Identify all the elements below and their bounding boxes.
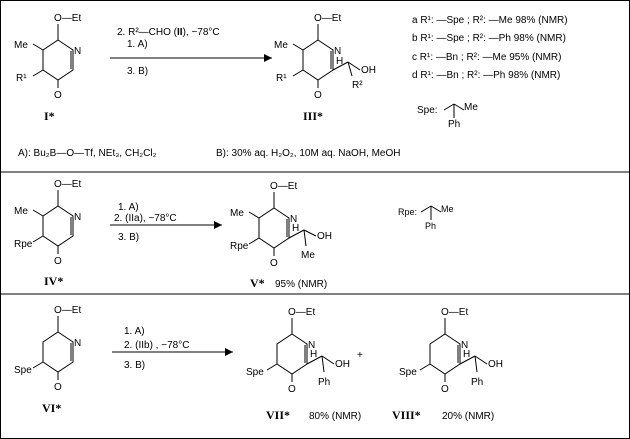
compound-VIII: O—Et N Spe O H OH Ph xyxy=(399,307,503,395)
r1-label: R¹ xyxy=(16,73,27,84)
compound-IV-label: IV* xyxy=(44,274,63,288)
oet-label: O—Et xyxy=(270,181,297,192)
carbonyl-o-label: O xyxy=(288,384,296,395)
n-label: N xyxy=(74,212,81,223)
reagent-B: B): 30% aq. H₂O₂, 10M aq. NaOH, MeOH xyxy=(216,148,401,159)
carbonyl-o-label: O xyxy=(54,256,62,267)
compound-VII-label: VII* xyxy=(266,408,290,422)
ph-label: Ph xyxy=(448,119,460,130)
compound-IV: O—Et Me N Rpe O xyxy=(14,179,81,267)
carbonyl-o-label: O xyxy=(54,90,62,101)
spe-label: Spe xyxy=(399,367,417,378)
step1-a: 1. A) xyxy=(127,39,148,50)
reaction-arrow-3 xyxy=(112,348,233,356)
oet-label: O—Et xyxy=(54,179,81,190)
h-label: H xyxy=(463,349,470,360)
oet-label: O—Et xyxy=(54,13,81,24)
oh-label: OH xyxy=(361,65,376,76)
h-label: H xyxy=(336,56,343,67)
oet-label: O—Et xyxy=(314,13,341,24)
yield-VIII: 20% (NMR) xyxy=(442,411,494,422)
n-label: N xyxy=(74,46,81,57)
compound-V: O—Et Me N Rpe O H OH Me xyxy=(230,181,332,269)
result-c: c R¹: —Bn ; R²: —Me 95% (NMR) xyxy=(412,52,561,63)
me-label: Me xyxy=(14,206,28,217)
result-b: b R¹: —Spe ; R²: —Ph 98% (NMR) xyxy=(412,33,566,44)
ph-label: Ph xyxy=(318,377,330,388)
oet-label: O—Et xyxy=(288,307,315,318)
plus-sign: + xyxy=(357,350,363,361)
compound-VIII-label: VIII* xyxy=(392,408,421,422)
me-label: Me xyxy=(464,102,478,113)
compound-I-label: I* xyxy=(44,109,55,123)
oet-label: O—Et xyxy=(54,305,81,316)
oh-label: OH xyxy=(488,359,503,370)
rpe-label: Rpe xyxy=(14,239,33,250)
compound-I: O—Et Me N R¹ O xyxy=(14,13,81,101)
carbonyl-o-label: O xyxy=(441,384,449,395)
n-label: N xyxy=(74,338,81,349)
n-label: N xyxy=(334,46,341,57)
step3-c: 3. B) xyxy=(124,360,145,371)
carbonyl-o-label: O xyxy=(270,258,278,269)
step3-b: 2. (IIb) , −78°C xyxy=(124,340,189,351)
step2-b: 2. (IIa), −78°C xyxy=(114,213,177,224)
compound-VI-label: VI* xyxy=(42,401,61,415)
ph-label: Ph xyxy=(425,221,436,231)
spe-label: Spe xyxy=(14,365,32,376)
rpe-label: Rpe xyxy=(230,241,249,252)
compound-III-label: III* xyxy=(303,109,323,123)
spe-label: Spe xyxy=(246,367,264,378)
compound-VII: O—Et N Spe O H OH Ph xyxy=(246,307,350,395)
step1-b: 2. R²—CHO (II), −78°C xyxy=(117,27,220,38)
step1-c: 3. B) xyxy=(127,66,148,77)
spe-structure: Me Ph xyxy=(443,102,478,130)
reagent-A: A): Bu₂B—O—Tf, NEt₃, CH₂Cl₂ xyxy=(18,148,157,159)
carbonyl-o-label: O xyxy=(54,382,62,393)
spe-def-label: Spe: xyxy=(417,105,438,116)
reaction-arrow-2 xyxy=(110,221,222,229)
ph-label: Ph xyxy=(471,377,483,388)
yield-V: 95% (NMR) xyxy=(275,279,327,290)
oh-label: OH xyxy=(335,359,350,370)
oet-label: O—Et xyxy=(441,307,468,318)
n-label: N xyxy=(290,214,297,225)
step2-c: 3. B) xyxy=(118,232,139,243)
me-label: Me xyxy=(230,208,244,219)
oh-label: OH xyxy=(317,231,332,242)
rpe-structure: Me Ph xyxy=(420,204,454,231)
compound-V-label: V* xyxy=(250,276,265,290)
r2-label: R² xyxy=(352,80,363,91)
yield-VII: 80% (NMR) xyxy=(309,411,361,422)
h-label: H xyxy=(310,349,317,360)
me-label: Me xyxy=(14,40,28,51)
n-label: N xyxy=(308,340,315,351)
result-a: a R¹: —Spe ; R²: —Me 98% (NMR) xyxy=(412,15,568,26)
reaction-arrow-1 xyxy=(110,54,272,62)
rpe-def-label: Rpe: xyxy=(398,207,417,217)
result-d: d R¹: —Bn ; R²: —Ph 98% (NMR) xyxy=(412,70,560,81)
me-label: Me xyxy=(301,250,315,261)
compound-VI: O—Et N Spe O xyxy=(14,305,81,393)
carbonyl-o-label: O xyxy=(314,90,322,101)
compound-III: O—Et Me N R¹ O H OH R² xyxy=(274,13,376,101)
me-label: Me xyxy=(441,204,454,214)
r1-label: R¹ xyxy=(276,73,287,84)
step3-a: 1. A) xyxy=(124,326,145,337)
me-label: Me xyxy=(274,40,288,51)
n-label: N xyxy=(461,340,468,351)
step2-a: 1. A) xyxy=(118,202,139,213)
h-label: H xyxy=(292,223,299,234)
